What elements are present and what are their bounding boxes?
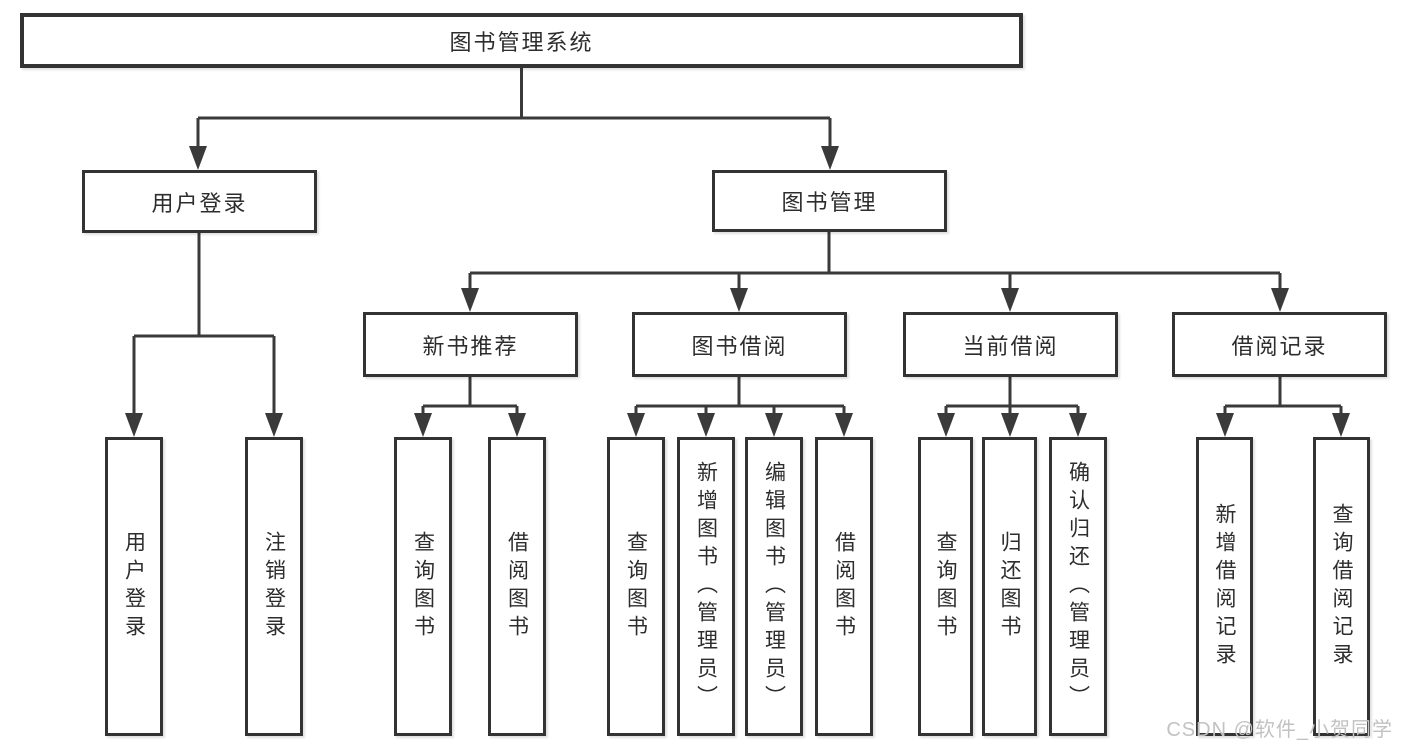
connector-user-login-to-leaves bbox=[125, 233, 283, 437]
leaf-edit-books-admin: 编辑图书（管理员） bbox=[745, 437, 803, 736]
node-current-borrow: 当前借阅 bbox=[903, 312, 1118, 377]
watermark: CSDN @软件_小贺同学 bbox=[1166, 719, 1393, 741]
node-label: 注销登录 bbox=[262, 530, 286, 643]
node-user-login: 用户登录 bbox=[82, 170, 317, 233]
node-label: 借阅图书 bbox=[832, 530, 856, 643]
node-label: 图书管理 bbox=[781, 190, 878, 215]
node-book-borrow: 图书借阅 bbox=[632, 312, 847, 377]
leaf-query-books-borrow: 查询图书 bbox=[607, 437, 665, 736]
connector-recommend-to-leaves bbox=[414, 377, 526, 437]
leaf-query-books-recommend: 查询图书 bbox=[394, 437, 452, 736]
node-label: 确认归还（管理员） bbox=[1066, 460, 1090, 713]
leaf-add-books-admin: 新增图书（管理员） bbox=[677, 437, 735, 736]
node-label: 查询图书 bbox=[624, 530, 648, 643]
connector-records-to-leaves bbox=[1216, 377, 1350, 437]
node-label: 新增借阅记录 bbox=[1213, 502, 1236, 671]
leaf-borrow-books-recommend: 借阅图书 bbox=[488, 437, 546, 736]
node-label: 用户登录 bbox=[122, 530, 146, 643]
node-label: 当前借阅 bbox=[962, 333, 1059, 359]
node-label: 查询借阅记录 bbox=[1330, 502, 1353, 671]
node-label: 查询图书 bbox=[411, 530, 435, 643]
node-label: 图书管理系统 bbox=[449, 29, 594, 55]
node-label: 图书借阅 bbox=[691, 333, 788, 359]
connector-root-to-level1 bbox=[189, 68, 839, 170]
node-label: 查询图书 bbox=[934, 530, 957, 643]
leaf-add-borrow-record: 新增借阅记录 bbox=[1196, 437, 1253, 736]
leaf-return-books: 归还图书 bbox=[982, 437, 1037, 736]
connector-borrow-to-leaves bbox=[627, 377, 853, 437]
leaf-query-borrow-record: 查询借阅记录 bbox=[1313, 437, 1370, 736]
node-label: 借阅图书 bbox=[505, 530, 529, 643]
node-label: 编辑图书（管理员） bbox=[762, 460, 786, 713]
leaf-logout: 注销登录 bbox=[245, 437, 303, 736]
leaf-borrow-books: 借阅图书 bbox=[815, 437, 873, 736]
node-label: 新书推荐 bbox=[422, 333, 519, 359]
node-label: 借阅记录 bbox=[1231, 333, 1328, 359]
leaf-query-books-current: 查询图书 bbox=[918, 437, 973, 736]
node-new-book-recommend: 新书推荐 bbox=[363, 312, 578, 377]
connector-current-to-leaves bbox=[937, 377, 1087, 437]
node-label: 用户登录 bbox=[151, 190, 248, 216]
node-label: 归还图书 bbox=[998, 530, 1021, 643]
node-library-management-system: 图书管理系统 bbox=[20, 13, 1023, 68]
leaf-confirm-return-admin: 确认归还（管理员） bbox=[1049, 437, 1107, 736]
leaf-user-login: 用户登录 bbox=[105, 437, 163, 736]
node-label: 新增图书（管理员） bbox=[694, 460, 718, 713]
connector-book-management-to-level2 bbox=[461, 232, 1289, 312]
node-book-management: 图书管理 bbox=[712, 170, 947, 232]
node-borrow-records: 借阅记录 bbox=[1172, 312, 1387, 377]
